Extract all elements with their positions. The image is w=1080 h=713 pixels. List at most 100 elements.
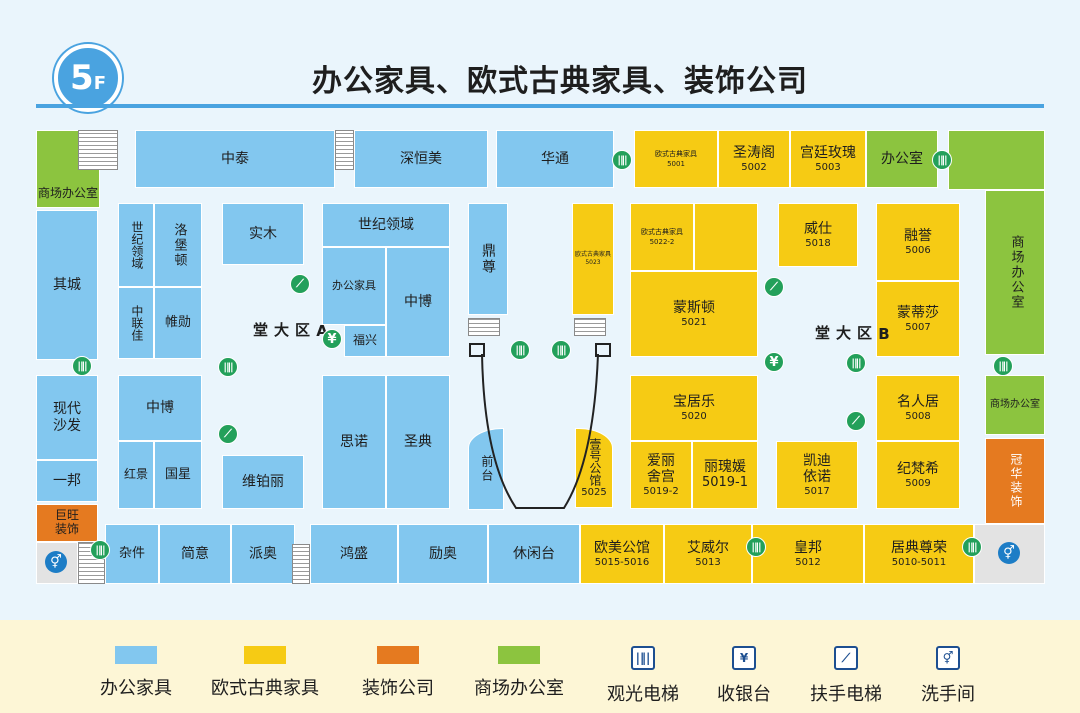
cashier-icon[interactable]: ¥	[764, 352, 784, 372]
store-dingzun[interactable]: 鼎尊	[468, 203, 508, 315]
elevator-icon: |‖|	[631, 646, 655, 670]
escalator-icon: ⟋	[834, 646, 858, 670]
atrium-escalator-right	[574, 318, 606, 336]
floor-suffix: F	[93, 72, 106, 94]
elevator-icon[interactable]: |‖|	[932, 150, 952, 170]
store-zhonglianjia[interactable]: 中联佳	[118, 287, 154, 359]
legend-swatch	[244, 646, 286, 664]
office-room[interactable]: 办公室	[866, 130, 938, 188]
store-qicheng[interactable]: 其城	[36, 210, 98, 360]
cashier-icon[interactable]: ¥	[322, 329, 342, 349]
store-zhongbo-b[interactable]: 中博	[118, 375, 202, 441]
floor-number: 5	[70, 58, 94, 98]
escalator-icon[interactable]: ⟋	[764, 277, 784, 297]
store-hongsheng[interactable]: 鸿盛	[310, 524, 398, 584]
store-huatong[interactable]: 华通	[496, 130, 614, 188]
store-shijilingyu-b[interactable]: 世纪领域	[322, 203, 450, 247]
store-5021-top	[694, 203, 758, 271]
legend-swatch	[115, 646, 157, 664]
page-title: 办公家具、欧式古典家具、装饰公司	[312, 64, 808, 99]
store-zhongbo-a[interactable]: 中博	[386, 247, 450, 357]
elevator-icon[interactable]: |‖|	[962, 537, 982, 557]
store-luobaodun[interactable]: 洛堡顿	[154, 203, 202, 287]
stairwell-n	[335, 130, 354, 170]
store-jianyi[interactable]: 简意	[159, 524, 231, 584]
store-zhongtai[interactable]: 中泰	[135, 130, 335, 188]
store-shenhengmei[interactable]: 深恒美	[354, 130, 488, 188]
restroom-icon[interactable]: ⚥	[45, 551, 67, 573]
title-underline	[36, 104, 1044, 108]
elevator-icon[interactable]: |‖|	[612, 150, 632, 170]
legend-escalator: ⟋扶手电梯	[810, 646, 882, 706]
mall-office-right-top	[948, 130, 1045, 190]
store-xiandaishafa[interactable]: 现代沙发	[36, 375, 98, 460]
store-shengdian[interactable]: 圣典	[386, 375, 450, 509]
hall-a-label: A区大堂	[251, 322, 331, 341]
legend-european-classic: 欧式古典家具	[211, 646, 319, 700]
atrium-outline	[469, 343, 611, 509]
legend-mall-office: 商场办公室	[474, 646, 564, 700]
elevator-icon[interactable]: |‖|	[746, 537, 766, 557]
cashier-icon: ¥	[732, 646, 756, 670]
elevator-icon[interactable]: |‖|	[551, 340, 571, 360]
store-bangongjiaju[interactable]: 办公家具	[322, 247, 386, 325]
store-liao[interactable]: 励奥	[398, 524, 488, 584]
store-shimu[interactable]: 实木	[222, 203, 304, 265]
restroom-icon[interactable]: ⚥	[998, 542, 1020, 564]
store-hongjing[interactable]: 红景	[118, 441, 154, 509]
legend-cashier: ¥收银台	[717, 646, 771, 706]
restroom-icon: ⚥	[936, 646, 960, 670]
stairwell-s	[292, 544, 310, 584]
legend-restroom: ⚥洗手间	[921, 646, 975, 706]
mall-office-right[interactable]: 商场办公室	[985, 190, 1045, 355]
legend-office-furniture: 办公家具	[100, 646, 172, 700]
store-guanhua-decor[interactable]: 冠华装饰	[985, 438, 1045, 524]
store-sinuo[interactable]: 思诺	[322, 375, 386, 509]
legend-decoration: 装饰公司	[362, 646, 434, 700]
store-fuxing[interactable]: 福兴	[344, 325, 386, 357]
elevator-icon[interactable]: |‖|	[510, 340, 530, 360]
store-shijilingyu-a[interactable]: 世纪领域	[118, 203, 154, 287]
store-zajian[interactable]: 杂件	[105, 524, 159, 584]
elevator-icon[interactable]: |‖|	[90, 540, 110, 560]
escalator-icon[interactable]: ⟋	[218, 424, 238, 444]
elevator-icon[interactable]: |‖|	[218, 357, 238, 377]
elevator-icon[interactable]: |‖|	[846, 353, 866, 373]
store-xiuxiantai[interactable]: 休闲台	[488, 524, 580, 584]
store-paiao[interactable]: 派奥	[231, 524, 295, 584]
escalator-icon[interactable]: ⟋	[290, 274, 310, 294]
elevator-icon[interactable]: |‖|	[72, 356, 92, 376]
store-weixun[interactable]: 帷勋	[154, 287, 202, 359]
store-guoxing[interactable]: 国星	[154, 441, 202, 509]
stairwell-nw	[78, 130, 118, 170]
legend-swatch	[498, 646, 540, 664]
mall-office-right-b[interactable]: 商场办公室	[985, 375, 1045, 435]
store-juwang-decor[interactable]: 巨旺装饰	[36, 504, 98, 542]
escalator-icon[interactable]: ⟋	[846, 411, 866, 431]
store-yibang[interactable]: 一邦	[36, 460, 98, 502]
store-weiboli[interactable]: 维铂丽	[222, 455, 304, 509]
legend-elevator: |‖|观光电梯	[607, 646, 679, 706]
hall-b-label: B区大堂	[813, 325, 893, 344]
elevator-icon[interactable]: |‖|	[993, 356, 1013, 376]
